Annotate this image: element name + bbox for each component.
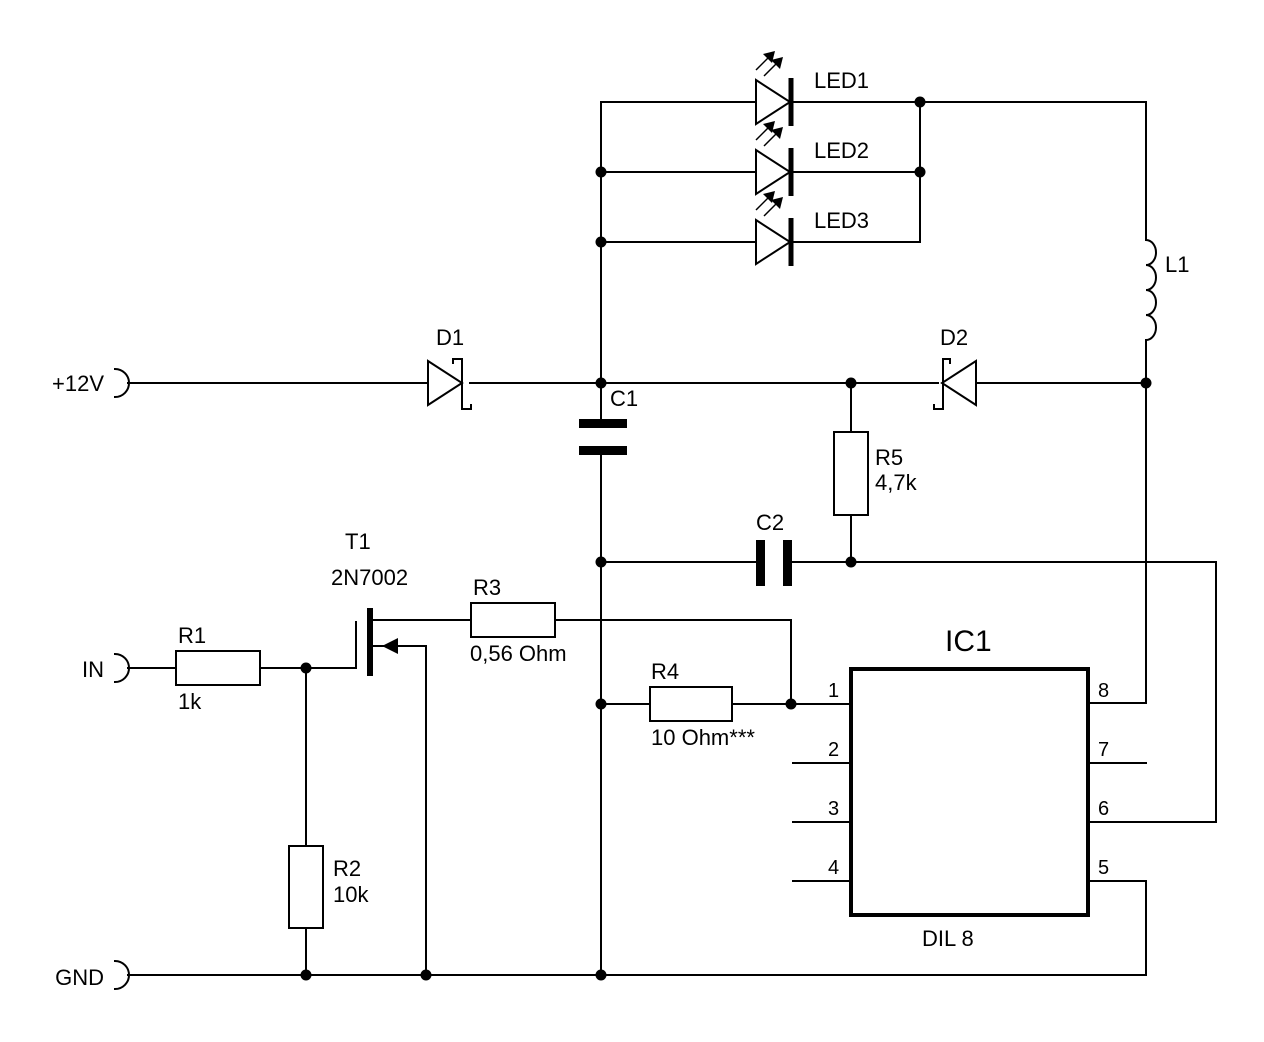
- junction-dot: [595, 969, 607, 981]
- led-2: [755, 121, 794, 196]
- diode-d1: [427, 358, 472, 410]
- terminal-vplus: [113, 367, 130, 399]
- inductor-l1: [1144, 238, 1157, 342]
- junction-dot: [300, 662, 312, 674]
- r5-value: 4,7k: [875, 470, 918, 495]
- terminal-gnd-label: GND: [55, 965, 104, 990]
- diode-d2: [933, 358, 977, 410]
- resistor-r1: [175, 650, 261, 686]
- ic1-pin-7: 7: [1098, 739, 1109, 761]
- r1-ref: R1: [178, 623, 206, 648]
- led1-ref: LED1: [814, 68, 869, 93]
- junction-dot: [785, 698, 797, 710]
- t1-ref: T1: [345, 529, 371, 554]
- led2-ref: LED2: [814, 138, 869, 163]
- junction-dot: [845, 556, 857, 568]
- r3-value: 0,56 Ohm: [470, 641, 567, 666]
- led3-ref: LED3: [814, 208, 869, 233]
- r2-value: 10k: [333, 882, 369, 907]
- ic1-pin-1: 1: [828, 680, 839, 702]
- junction-dot: [300, 969, 312, 981]
- l1-ref: L1: [1165, 252, 1189, 277]
- resistor-r4: [649, 686, 733, 722]
- junction-dot: [914, 166, 926, 178]
- terminal-in-label: IN: [82, 657, 104, 682]
- junction-dot: [1140, 377, 1152, 389]
- r3-ref: R3: [473, 575, 501, 600]
- ic1-pin-5: 5: [1098, 857, 1109, 879]
- junction-dots: [300, 96, 1152, 981]
- c2-ref: C2: [756, 510, 784, 535]
- junction-dot: [420, 969, 432, 981]
- ic1-pin-8: 8: [1098, 680, 1109, 702]
- ic1-ref: IC1: [945, 625, 992, 658]
- terminal-gnd: [113, 959, 130, 991]
- junction-dot: [595, 698, 607, 710]
- ic1-body: [849, 667, 1090, 917]
- ic1-pin-4: 4: [828, 857, 839, 879]
- junction-dot: [595, 236, 607, 248]
- led-1: [755, 51, 794, 126]
- resistor-r5: [833, 431, 869, 516]
- ic1-pin-6: 6: [1098, 798, 1109, 820]
- junction-dot: [595, 166, 607, 178]
- d1-ref: D1: [436, 325, 464, 350]
- r1-value: 1k: [178, 689, 202, 714]
- junction-dot: [595, 556, 607, 568]
- r4-ref: R4: [651, 659, 679, 684]
- ic1-pin-2: 2: [828, 739, 839, 761]
- junction-dot: [914, 96, 926, 108]
- junction-dot: [845, 377, 857, 389]
- resistor-r2: [288, 845, 324, 929]
- ic1-pin-3: 3: [828, 798, 839, 820]
- led-3: [755, 191, 794, 266]
- terminal-vplus-label: +12V: [52, 371, 104, 396]
- capacitor-c2: [756, 540, 792, 586]
- wires: [127, 101, 1217, 976]
- capacitor-c1: [579, 419, 627, 455]
- r5-ref: R5: [875, 445, 903, 470]
- mosfet-t1: [355, 608, 399, 676]
- r2-ref: R2: [333, 856, 361, 881]
- junction-dot: [595, 377, 607, 389]
- t1-part: 2N7002: [331, 565, 408, 590]
- ic1-package: DIL 8: [922, 926, 974, 951]
- resistor-r3: [470, 602, 556, 638]
- r4-value: 10 Ohm***: [651, 725, 755, 750]
- d2-ref: D2: [940, 325, 968, 350]
- terminal-in: [113, 652, 130, 684]
- c1-ref: C1: [610, 386, 638, 411]
